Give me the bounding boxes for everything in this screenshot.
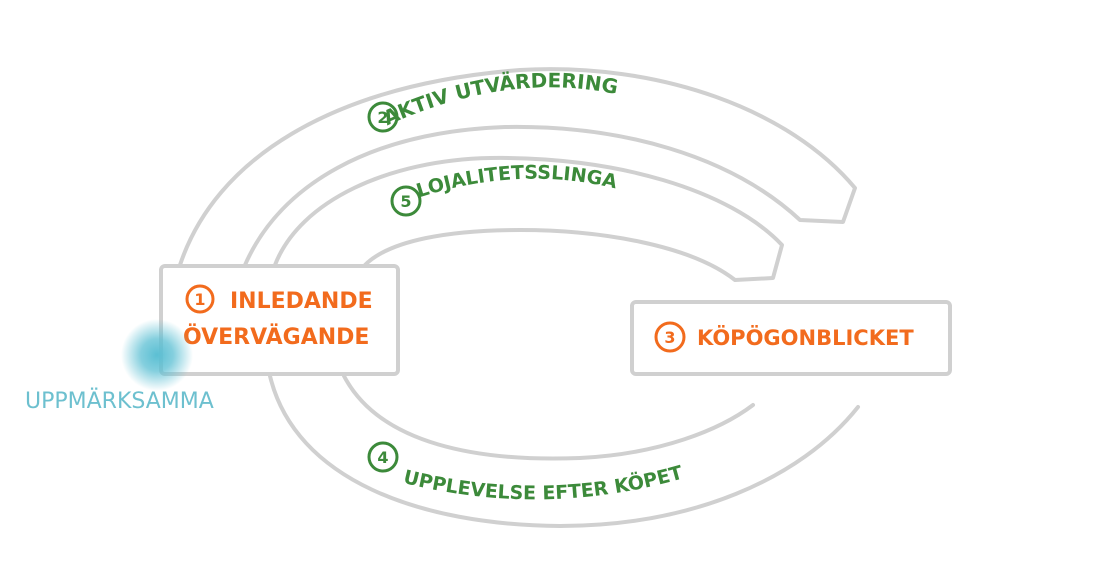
svg-text:LOJALITETSSLINGA: LOJALITETSSLINGA <box>414 162 620 203</box>
stage-2-number: 2 <box>377 108 388 127</box>
stage-4-number: 4 <box>377 448 388 467</box>
stage-5-number-circle <box>390 185 422 217</box>
stage-1-label-line1: INLEDANDE <box>230 289 373 314</box>
stage-1-box <box>159 264 400 376</box>
stage-5-number: 5 <box>400 192 411 211</box>
stage-2-number-circle <box>367 101 399 133</box>
trigger-glow <box>121 319 193 391</box>
stage-1-number: 1 <box>194 290 205 309</box>
lower-loop-outline <box>268 374 860 529</box>
outer-loop-outline <box>178 67 857 267</box>
stage-4-label: UPPLEVELSE EFTER KÖPET <box>401 462 685 505</box>
stage-3-number: 3 <box>664 328 675 347</box>
stage-3-box <box>630 300 952 376</box>
lower-loop-inner-outline <box>342 374 755 461</box>
stage-1-number-circle <box>185 284 215 314</box>
stage-2-label: AKTIV UTVÄRDERING <box>379 68 620 130</box>
inner-loop-outline <box>273 155 784 282</box>
stage-5-label: LOJALITETSSLINGA <box>414 162 620 203</box>
svg-text:UPPLEVELSE EFTER KÖPET: UPPLEVELSE EFTER KÖPET <box>401 462 685 505</box>
stage-3-number-circle <box>654 321 686 353</box>
stage-1-label-line2: ÖVERVÄGANDE <box>183 324 369 350</box>
stage-4-number-circle <box>367 441 399 473</box>
trigger-label: UPPMÄRKSAMMA <box>25 388 214 414</box>
svg-text:AKTIV UTVÄRDERING: AKTIV UTVÄRDERING <box>379 68 620 130</box>
stage-3-label: KÖPÖGONBLICKET <box>697 325 914 350</box>
